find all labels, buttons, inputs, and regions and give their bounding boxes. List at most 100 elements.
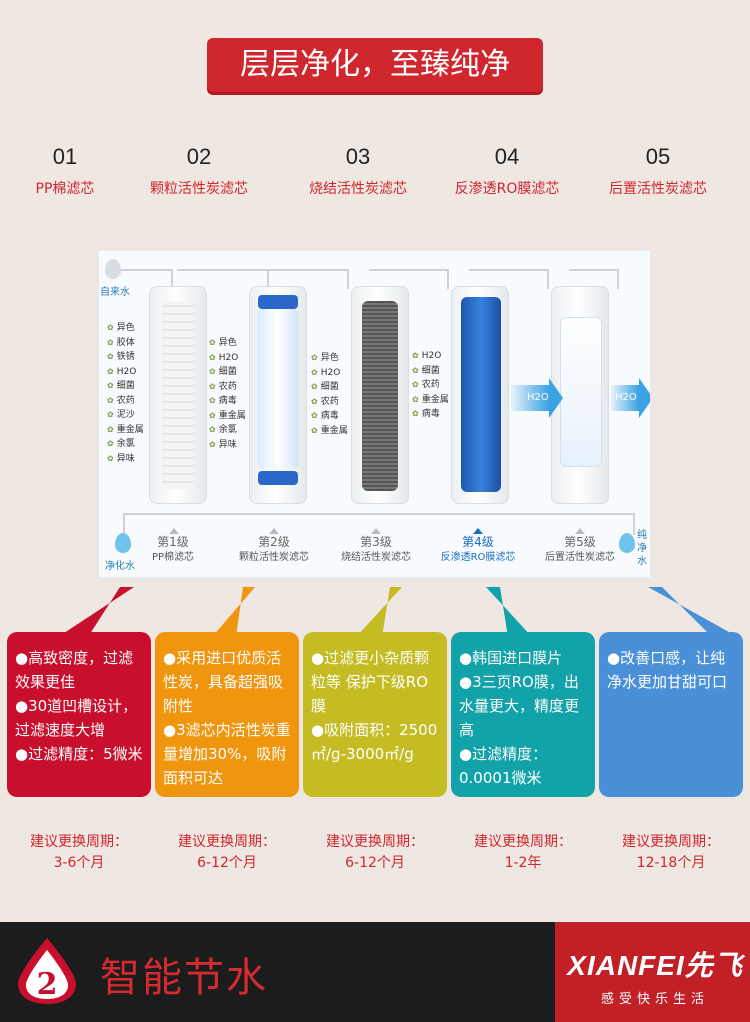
caret-icon [269, 528, 279, 534]
contaminant: 异色 [209, 336, 246, 351]
callout-tails [58, 587, 738, 637]
footer-title: 智能节水 [100, 955, 268, 1001]
cycle-value: 6-12个月 [345, 855, 405, 871]
stage-name: 烧结活性炭滤芯 [309, 181, 407, 197]
pipe [369, 269, 449, 289]
stage-name: 后置活性炭滤芯 [609, 181, 707, 197]
sintered-carbon-core [362, 301, 398, 491]
level-name: 颗粒活性炭滤芯 [239, 552, 309, 563]
contaminant: 重金属 [107, 423, 144, 438]
cycle-value: 1-2年 [504, 855, 542, 871]
feature-card-2: ●采用进口优质活性炭，具备超强吸附性 ●3滤芯内活性炭重量增加30%，吸附面积可… [155, 632, 299, 797]
inlet-pipe [113, 269, 171, 271]
contaminant: 病毒 [311, 409, 348, 424]
water-drop-badge-icon: 2 [18, 938, 76, 1004]
flow-arrow-icon: H2O [511, 378, 563, 418]
feature-card-4: ●韩国进口膜片 ●3三页RO膜，出水量更大，精度更高 ●过滤精度：0.0001微… [451, 632, 595, 797]
contaminant: H2O [107, 365, 144, 380]
pipe [269, 269, 349, 289]
pipe [469, 269, 549, 289]
contaminant: 泥沙 [107, 408, 144, 423]
pipe [633, 513, 635, 535]
contaminant-list-2: 异色 H2O 细菌 农药 病毒 重金属 余氯 异味 [209, 336, 246, 452]
contaminant-list-3: 异色 H2O 细菌 农药 病毒 重金属 [311, 351, 348, 438]
filter-level-3: 第3级 烧结活性炭滤芯 [326, 535, 426, 565]
arrow-label: H2O [527, 392, 549, 403]
brand-slogan: 感受快乐生活 [600, 992, 709, 1007]
replacement-cycle-4: 建议更换周期： 1-2年 [453, 832, 593, 874]
cycle-label: 建议更换周期： [474, 834, 572, 850]
caret-icon [473, 528, 483, 534]
filter-diagram: 自来水 异色 胶体 铁锈 H2O 细菌 农药 泥沙 重金属 余氯 异味 异色 H… [98, 250, 651, 578]
contaminant: 细菌 [311, 380, 348, 395]
filter-cartridge-4 [451, 286, 509, 504]
caret-icon [575, 528, 585, 534]
replacement-cycle-1: 建议更换周期： 3-6个月 [9, 832, 149, 874]
contaminant: 异色 [311, 351, 348, 366]
carbon-core [257, 309, 299, 469]
callout-tail-1 [58, 587, 134, 637]
feature-card-5: ●改善口感，让纯净水更加甘甜可口 [599, 632, 743, 797]
page-title-banner: 层层净化，至臻纯净 [207, 38, 543, 92]
callout-tail-2 [212, 587, 255, 637]
contaminant: 胶体 [107, 336, 144, 351]
filter-cap [258, 471, 298, 485]
brand-panel [555, 922, 750, 1022]
stage-number: 02 [186, 144, 212, 169]
cycle-label: 建议更换周期： [326, 834, 424, 850]
callout-tail-4 [486, 587, 532, 637]
contaminant: 细菌 [412, 364, 449, 379]
contaminant: 重金属 [209, 409, 246, 424]
pipe [171, 269, 173, 289]
filter-level-5: 第5级 后置活性炭滤芯 [530, 535, 630, 565]
flow-arrow-icon: H2O [611, 378, 650, 418]
contaminant: 重金属 [311, 424, 348, 439]
level-name: 后置活性炭滤芯 [545, 552, 615, 563]
contaminant: 病毒 [412, 407, 449, 422]
brand-logo-text: XIANFEI先飞 [567, 950, 743, 981]
cycle-value: 6-12个月 [197, 855, 257, 871]
outlet-label-right: 纯净水 [637, 530, 647, 567]
contaminant: 余氯 [209, 423, 246, 438]
water-drop-icon [619, 533, 635, 553]
callout-tail-3 [356, 587, 402, 637]
cycle-label: 建议更换周期： [30, 834, 128, 850]
stage-header-5: 05 后置活性炭滤芯 [588, 140, 728, 198]
contaminant-list-1: 异色 胶体 铁锈 H2O 细菌 农药 泥沙 重金属 余氯 异味 [107, 321, 144, 466]
stage-number: 03 [345, 144, 371, 169]
level-number: 第4级 [462, 535, 494, 549]
contaminant-list-4: H2O 细菌 农药 重金属 病毒 [412, 349, 449, 422]
level-number: 第1级 [157, 535, 189, 549]
badge-number: 2 [37, 967, 58, 1002]
contaminant: 农药 [311, 395, 348, 410]
callout-tail-5 [648, 587, 738, 637]
replacement-cycle-2: 建议更换周期： 6-12个月 [157, 832, 297, 874]
contaminant: H2O [209, 351, 246, 366]
contaminant: 铁锈 [107, 350, 144, 365]
cycle-label: 建议更换周期： [622, 834, 720, 850]
stage-number: 01 [52, 144, 78, 169]
level-number: 第5级 [564, 535, 596, 549]
contaminant: 农药 [209, 380, 246, 395]
ro-membrane-core [461, 297, 501, 492]
contaminant: 异味 [107, 452, 144, 467]
filter-cartridge-2 [249, 286, 307, 504]
stage-header-1: 01 PP棉滤芯 [0, 140, 135, 198]
contaminant: 细菌 [209, 365, 246, 380]
filter-level-1: 第1级 PP棉滤芯 [123, 535, 223, 565]
stage-name: PP棉滤芯 [35, 181, 95, 197]
stage-name: 颗粒活性炭滤芯 [150, 181, 248, 197]
stage-header-4: 04 反渗透RO膜滤芯 [437, 140, 577, 198]
brand-logo: XIANFEI先飞 感受快乐生活 [566, 944, 744, 1007]
filter-level-2: 第2级 颗粒活性炭滤芯 [224, 535, 324, 565]
stage-number: 04 [494, 144, 520, 169]
contaminant: 病毒 [209, 394, 246, 409]
contaminant: 异味 [209, 438, 246, 453]
level-name: 反渗透RO膜滤芯 [440, 552, 516, 563]
contaminant: H2O [412, 349, 449, 364]
pipe [569, 269, 619, 289]
inlet-label: 自来水 [100, 287, 130, 298]
pipe [123, 513, 125, 535]
cycle-label: 建议更换周期： [178, 834, 276, 850]
pipe [177, 269, 269, 289]
